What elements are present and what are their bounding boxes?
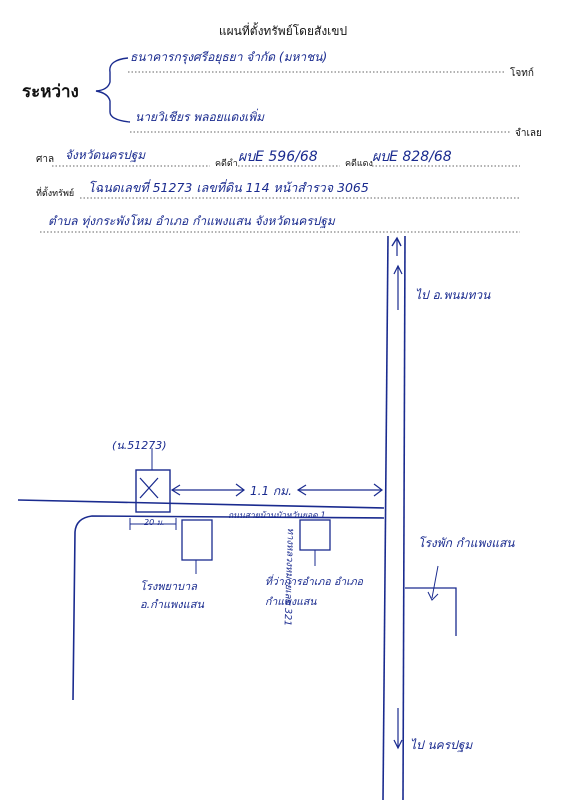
property-location-label: ที่ตั้งทรัพย์ (36, 189, 75, 199)
plaintiff-name: ธนาคารกรุงศรีอยุธยา จำกัด (มหาชน) (130, 50, 328, 64)
side-road-top-edge (17, 499, 385, 509)
red-case-value: ผบE 828/68 (372, 149, 452, 165)
parcel-box (135, 469, 171, 513)
district-office-building (299, 519, 331, 551)
district-office-label: ที่ว่าการอำเภอ อำเภอ กำแพงแสน (265, 576, 363, 608)
defendant-role: จำเลย (515, 128, 542, 139)
property-line-1: โฉนดเลขที่ 51273 เลขที่ดิน 114 หน้าสำรวจ… (88, 180, 369, 195)
direction-south-label: ไป นครปฐม (410, 738, 473, 752)
police-station-building (405, 587, 457, 636)
red-case-label: คดีแดง (345, 159, 373, 169)
direction-north-label: ไป อ.พนมทวน (415, 288, 491, 302)
black-case-value: ผบE 596/68 (238, 149, 318, 165)
police-station-pointer (431, 565, 439, 599)
black-case-label: คดีดำ (215, 159, 238, 169)
defendant-name: นายวิเชียร พลอยแดงเพิ่ม (135, 110, 265, 124)
between-bracket (95, 57, 131, 123)
up-arrow-head (393, 264, 403, 275)
court-label: ศาล (36, 154, 55, 165)
side-road-bottom-edge (72, 515, 385, 701)
side-road-label: ถนนสายบ้านบัวหวันยอด 1 (228, 511, 326, 521)
police-station-label: โรงพัก กำแพงแสน (418, 536, 515, 550)
court-value: จังหวัดนครปฐม (65, 148, 146, 162)
main-road-right-edge (402, 235, 406, 800)
parcel-marker-x (139, 477, 159, 499)
hospital-label: โรงพยาบาล อ.กำแพงแสน (140, 580, 204, 611)
main-road-left-edge (382, 235, 389, 800)
parcel-label: (น.51273) (112, 439, 167, 452)
plaintiff-role: โจทก์ (510, 68, 534, 79)
distance-label: 1.1 กม. (250, 484, 292, 498)
down-arrow-head (393, 739, 403, 750)
document-title: แผนที่ตั้งทรัพย์โดยสังเขป (218, 24, 348, 38)
hospital-building (181, 519, 213, 561)
property-line-2: ตำบล ทุ่งกระพังโหม อำเภอ กำแพงแสน จังหวั… (48, 214, 335, 228)
between-label: ระหว่าง (22, 82, 79, 102)
frontage-label: 20 ม. (144, 518, 165, 527)
